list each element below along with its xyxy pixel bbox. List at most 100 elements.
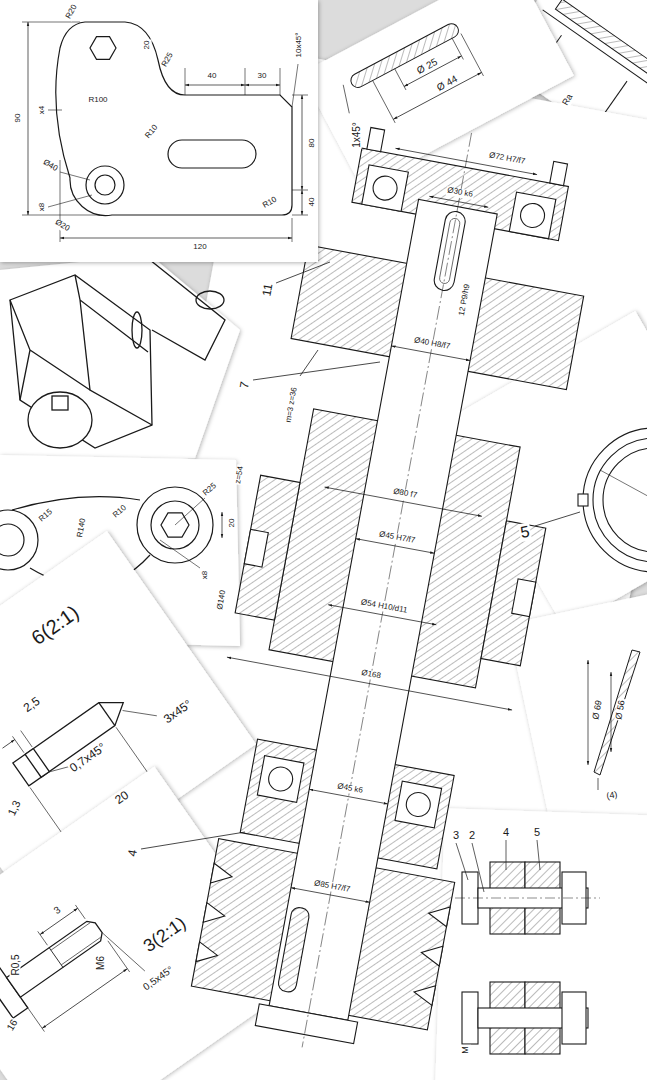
shaft-assembly	[395, 781, 442, 828]
dimension-label: 3	[51, 904, 64, 917]
sheet-plate-drawing	[28, 22, 29, 215]
sheet-bolt-detail	[75, 905, 85, 919]
sheet-plate-drawing	[292, 218, 293, 242]
dimension-label: x8	[38, 202, 47, 212]
callout-number: (4)	[605, 790, 620, 802]
leader-line	[253, 362, 380, 380]
sheet-pin-detail	[21, 731, 32, 747]
sheet-isometric-bracket	[75, 275, 152, 425]
shaft-assembly	[244, 529, 268, 567]
dimension-label: Ø54 H10/d11	[359, 598, 409, 616]
dimension-label: M6	[95, 955, 106, 971]
sheet-plate-drawing	[302, 95, 303, 190]
sheet-bolted-joint	[506, 840, 507, 870]
sheet-pin-detail	[49, 759, 72, 778]
leader-line	[300, 350, 318, 376]
sheet-washer	[301, 0, 574, 188]
shaft-assembly	[362, 165, 409, 212]
sheet-link-plate	[175, 498, 205, 525]
sheet-bolt-detail	[49, 948, 63, 968]
shaft-assembly	[429, 196, 488, 207]
sheet-isometric-bracket	[0, 255, 240, 472]
sheet-ring	[593, 438, 647, 562]
sheet-plate-drawing	[185, 68, 186, 95]
sheet-isometric-bracket	[10, 275, 152, 448]
sheet-washer	[395, 69, 406, 90]
sheet-plate-drawing	[95, 175, 115, 195]
callout-number: 4	[502, 826, 510, 838]
sheet-disc	[611, 672, 612, 752]
sheet-pin-detail	[13, 691, 131, 786]
sheet-pin-detail	[99, 703, 115, 726]
dimension-label: M	[461, 1045, 471, 1055]
sheet-isometric-bracket	[52, 396, 68, 410]
sheet-disc	[598, 778, 599, 790]
leader-line	[141, 262, 380, 849]
dimension-label: 30	[257, 72, 268, 81]
shaft-assembly	[325, 487, 482, 516]
dimension-label: Ø 56	[614, 699, 627, 722]
dimension-label: Ø20	[52, 218, 71, 234]
sheet-bolted-joint	[456, 843, 468, 880]
sheet-plate-drawing	[86, 166, 124, 204]
sheet-bolted-joint	[537, 840, 540, 870]
dimension-label: R25	[201, 481, 219, 498]
dimension-label: Ø85 H7/f7	[312, 879, 351, 895]
dimension-label: 1,3	[5, 798, 23, 819]
dimension-label: R10	[261, 195, 280, 211]
gear-data-label: m=3 z=36	[284, 386, 299, 425]
view-title: 6(2:1)	[27, 600, 84, 649]
dimension-label: 20	[111, 788, 131, 808]
sheet-isometric-bracket	[132, 312, 142, 348]
sheet-plate-drawing	[168, 140, 256, 168]
shaft-assembly	[257, 756, 304, 803]
dimension-label: R10	[111, 503, 129, 520]
dimension-label: Ø40	[40, 158, 59, 174]
callout-number: 5	[533, 826, 541, 838]
dimension-label: R25	[160, 51, 176, 70]
sheet-plate-drawing	[292, 215, 308, 216]
sheet-plate-drawing	[280, 68, 281, 95]
sheet-bolted-joint	[455, 898, 600, 899]
sheet-plate-drawing	[292, 190, 308, 191]
dimension-label: Ø 69	[591, 699, 604, 722]
shaft-assembly	[267, 765, 295, 793]
sheet-bolted-joint	[562, 992, 586, 1044]
sheet-plate-drawing	[48, 195, 92, 207]
sheet-washer	[393, 72, 481, 119]
sheet-washer	[336, 85, 356, 113]
dimension-label: 10x45°	[295, 32, 304, 59]
dimension-label: 3x45°	[160, 697, 194, 727]
dimension-label: Ø45 k6	[336, 782, 365, 796]
sheet-washer	[301, 0, 574, 188]
shaft-assembly	[367, 128, 385, 152]
shaft-assembly	[235, 475, 300, 620]
sheet-washer	[461, 34, 484, 76]
dimension-label: R0,5	[10, 954, 21, 977]
view-title: 3(2:1)	[139, 913, 191, 957]
gear-data-label: z=54	[234, 465, 246, 486]
callout-number: 4	[126, 848, 140, 859]
sheet-pin-detail	[123, 696, 157, 730]
sheet-pin-detail	[2, 740, 14, 749]
sheet-plate-drawing	[292, 95, 308, 96]
dimension-label: Ø45 H7/f7	[377, 530, 416, 546]
callout-number: 11	[260, 282, 275, 299]
sheet-plate-drawing	[48, 110, 62, 111]
dimension-label: R10	[143, 123, 160, 141]
sheet-link-plate	[160, 540, 200, 568]
callout-number: 5	[518, 522, 532, 541]
dimension-label: R15	[37, 507, 55, 524]
shaft-assembly	[512, 579, 536, 617]
sheet-plate-drawing	[28, 22, 302, 238]
sheet-bolt-detail	[51, 923, 90, 951]
shaft-assembly	[302, 133, 471, 1047]
leader-line	[276, 262, 330, 283]
sheet-bolted-joint	[462, 992, 478, 1044]
sheet-bolted-joint	[472, 843, 484, 892]
sheet-pin-detail	[12, 736, 23, 752]
dimension-label: Ø30 k6	[446, 186, 475, 200]
sheet-plate-drawing	[60, 172, 90, 180]
sheet-disc	[588, 660, 589, 765]
